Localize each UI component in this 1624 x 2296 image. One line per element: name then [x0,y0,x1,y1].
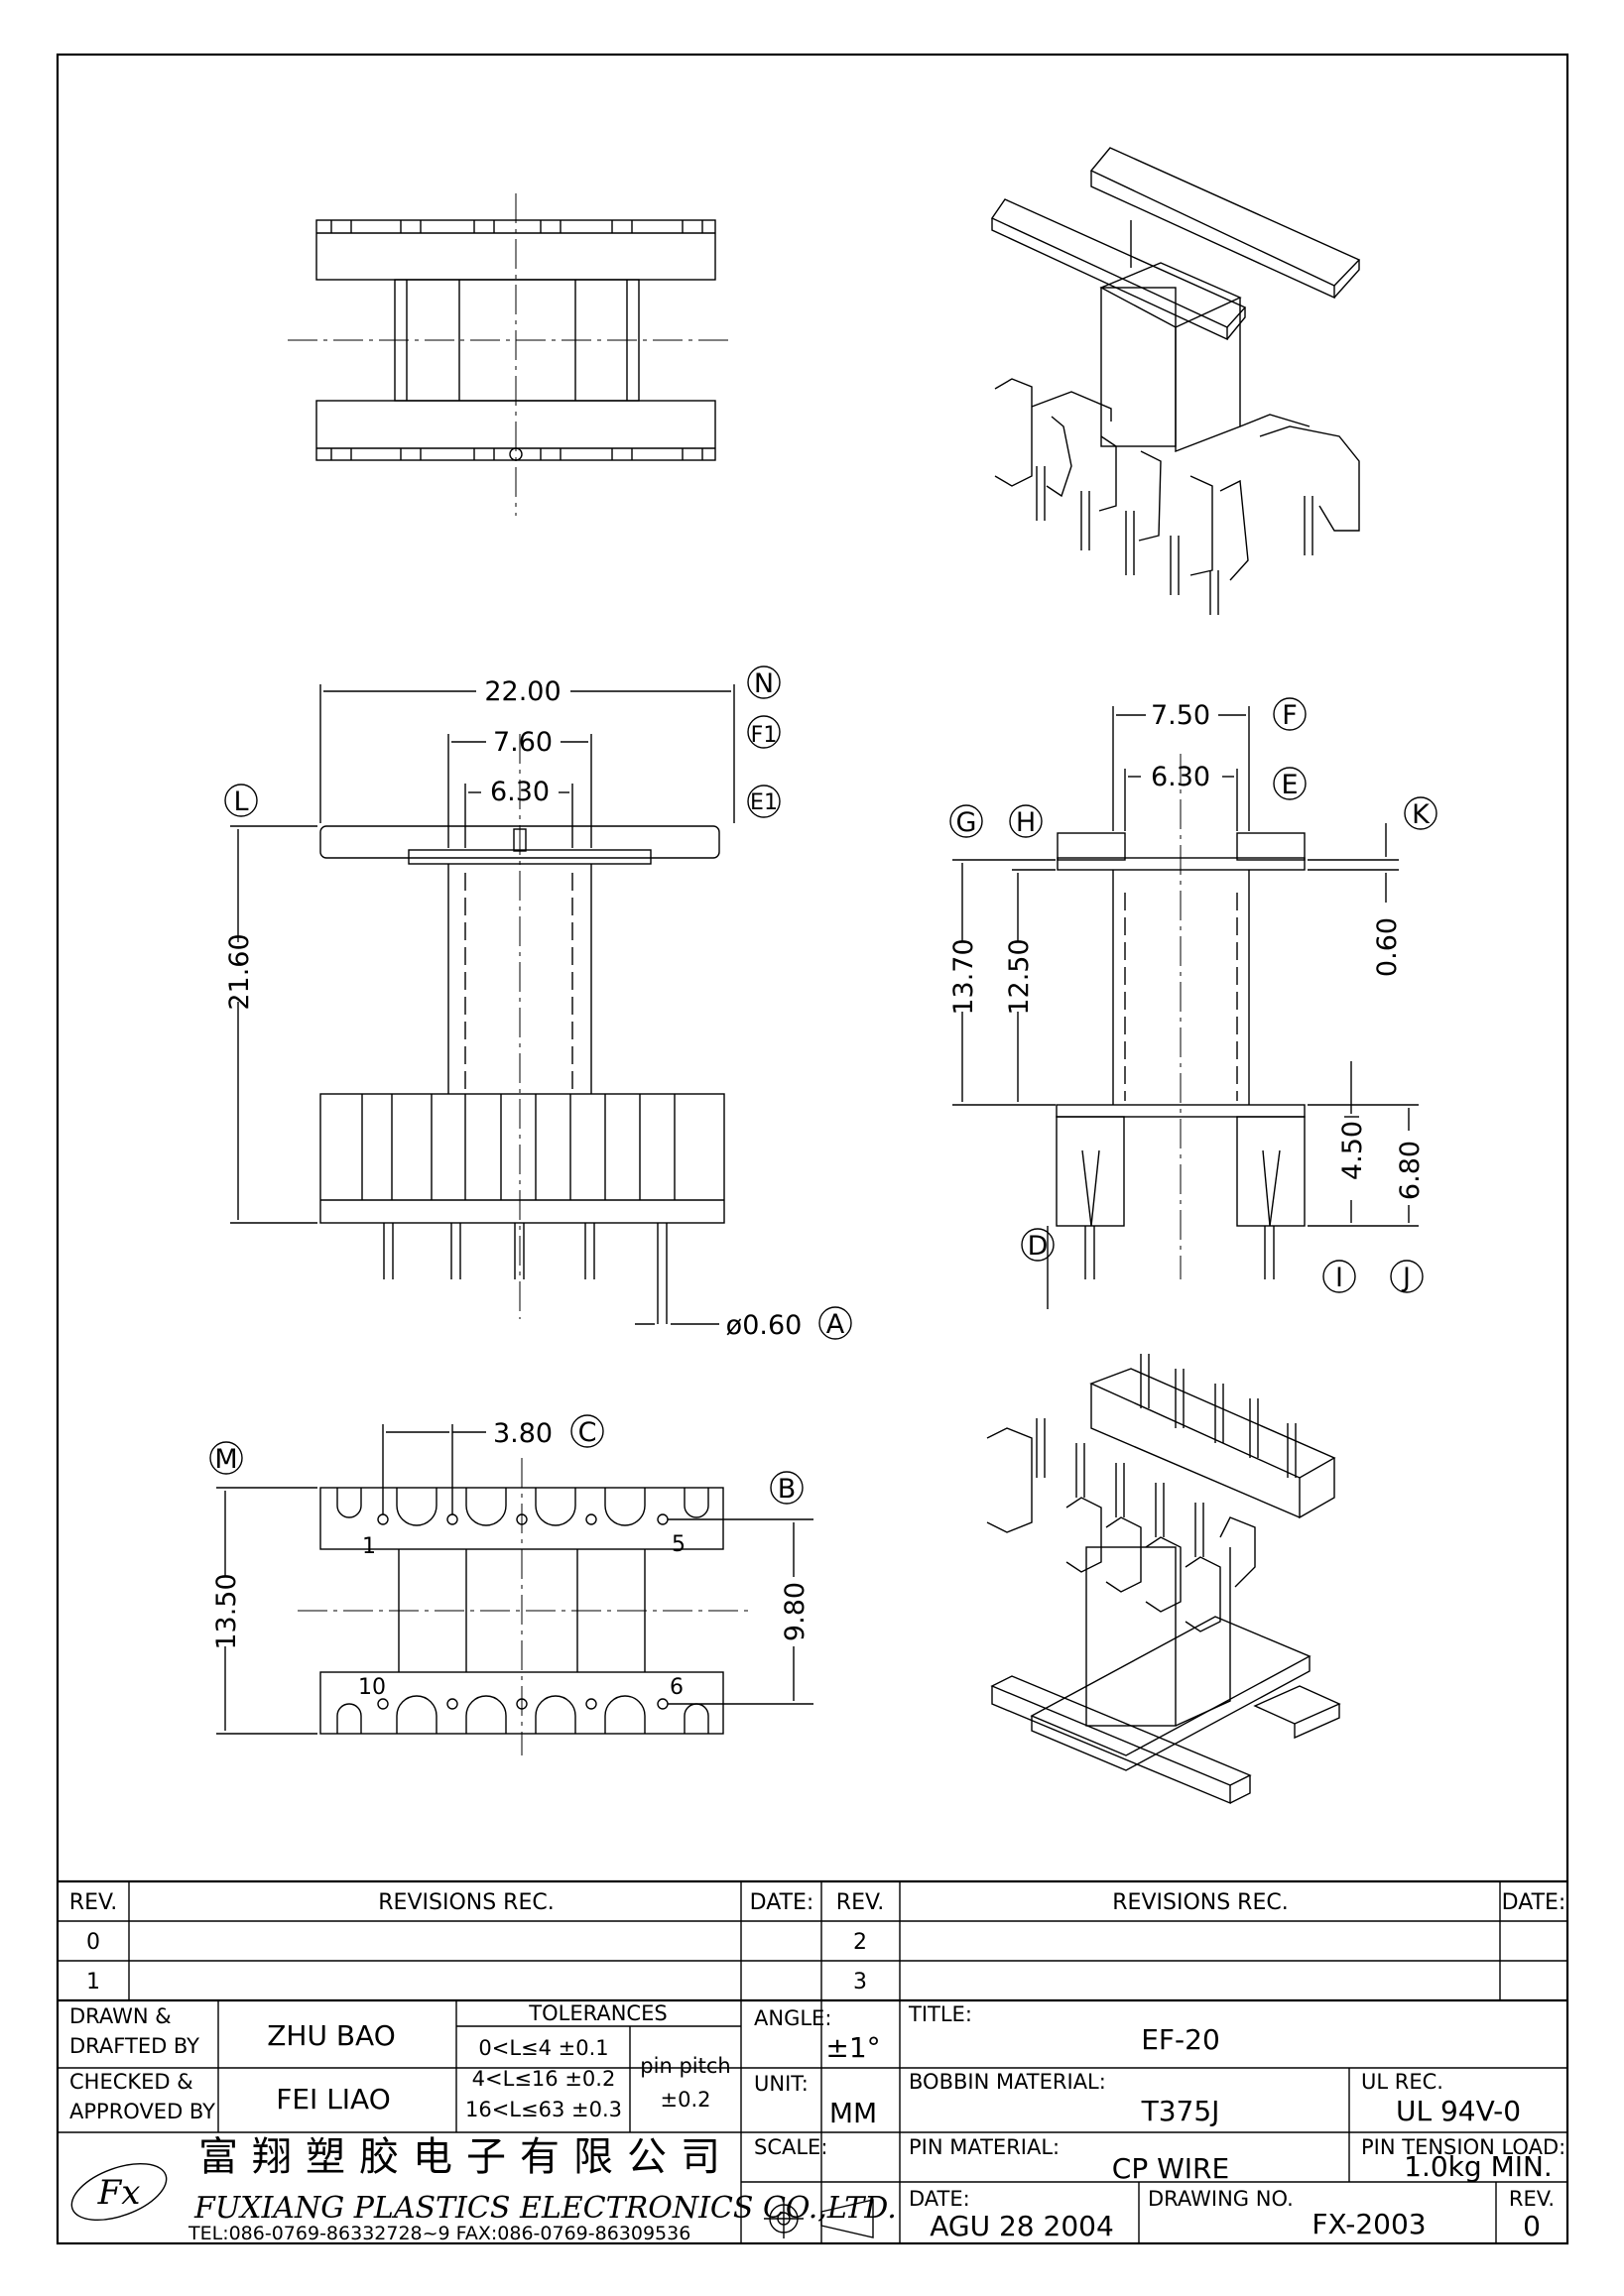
dim-21-60: 21.60 [224,933,255,1010]
tolerance-1: 0<L≤4 ±0.1 [478,2036,608,2060]
rev-row-3: 3 [853,1970,867,1994]
dim-6-30-left: 6.30 [490,777,550,807]
date-header-left: DATE: [750,1890,814,1915]
isometric-view-top [990,147,1361,615]
rev-row-0: 0 [86,1930,100,1955]
callout-A: A [826,1309,845,1340]
tolerances-header: TOLERANCES [528,2001,667,2025]
company-name-en: FUXIANG PLASTICS ELECTRONICS CO.,LTD. [193,2191,897,2226]
pin-1-label: 1 [362,1534,376,1559]
drawing-no-label: DRAWING NO. [1148,2187,1294,2211]
dim-12-50: 12.50 [1004,938,1035,1015]
checked-label-1: CHECKED & [69,2070,193,2094]
callout-L: L [233,786,248,817]
date-value: AGU 28 2004 [930,2210,1114,2242]
company-name-cn: 富翔塑胶电子有限公司 [198,2134,734,2180]
callout-F: F [1282,700,1298,731]
callout-B: B [778,1474,797,1505]
pin-pitch-label: pin pitch [640,2054,730,2078]
company-logo: Fx [70,2162,168,2222]
callout-F1: F1 [751,723,778,748]
dim-pin-dia: ø0.60 [726,1310,803,1341]
ul-rec-label: UL REC. [1361,2070,1443,2094]
dim-7-50: 7.50 [1151,700,1210,731]
pin-pitch-value: ±0.2 [661,2088,711,2112]
top-view [288,193,734,516]
bobbin-material-value: T375J [1141,2095,1220,2127]
revisions-header-right: REVISIONS REC. [1112,1890,1288,1915]
callout-G: G [956,807,977,838]
pin-5-label: 5 [672,1532,686,1557]
callout-E1: E1 [750,790,778,815]
ul-rec-value: UL 94V-0 [1396,2095,1521,2127]
callout-D: D [1028,1231,1049,1262]
company-contact: TEL:086-0769-86332728~9 FAX:086-0769-863… [187,2223,690,2244]
dim-0-60: 0.60 [1372,917,1403,977]
callout-N: N [754,668,774,699]
callout-I: I [1335,1263,1343,1293]
sheet-border [56,53,1569,2245]
callout-E: E [1281,770,1298,800]
pin-material-label: PIN MATERIAL: [909,2135,1060,2159]
drawn-label-1: DRAWN & [69,2004,172,2028]
drawn-label-2: DRAFTED BY [69,2034,199,2058]
tolerance-3: 16<L≤63 ±0.3 [465,2098,622,2121]
pin-10-label: 10 [358,1675,386,1700]
date-label: DATE: [909,2187,970,2211]
rev-row-1: 1 [86,1970,100,1994]
title-block: REV. REVISIONS REC. DATE: REV. REVISIONS… [58,1879,1567,2244]
tolerance-2: 4<L≤16 ±0.2 [472,2067,616,2091]
callout-K: K [1412,799,1431,830]
svg-text:Fx: Fx [97,2173,141,2213]
dim-6-30-right: 6.30 [1151,762,1210,792]
rev-value: 0 [1523,2210,1541,2242]
title-value: EF-20 [1141,2023,1220,2056]
drawing-no-value: FX-2003 [1312,2208,1426,2240]
angle-value: ±1° [825,2031,880,2064]
title-label: TITLE: [908,2002,972,2026]
front-view: 22.00 7.60 6.30 21.60 ø0.60 A N F1 E1 L [224,665,852,1341]
dim-4-50: 4.50 [1337,1121,1368,1180]
dim-6-80: 6.80 [1395,1141,1426,1200]
callout-C: C [578,1417,597,1448]
callout-J: J [1401,1263,1411,1293]
rev-header-right: REV. [836,1890,884,1915]
isometric-view-bottom [986,1354,1341,1805]
pin-6-label: 6 [670,1675,684,1700]
pin-tension-value: 1.0kg MIN. [1404,2150,1553,2183]
unit-value: MM [829,2097,877,2129]
pin-tension-label: PIN TENSION LOAD: [1361,2135,1565,2159]
checked-name: FEI LIAO [276,2083,391,2115]
callout-H: H [1016,807,1036,838]
bottom-view: 1 5 10 6 3.80 C 13.50 9.80 M B [209,1414,813,1755]
drawn-name: ZHU BAO [267,2019,396,2052]
scale-label: SCALE: [754,2135,827,2159]
pin-material-value: CP WIRE [1112,2152,1229,2185]
dim-13-50: 13.50 [211,1573,242,1649]
dim-9-80: 9.80 [780,1582,811,1641]
dim-22: 22.00 [484,676,561,707]
side-view: 7.50 6.30 13.70 12.50 0.60 4.50 6.80 F E [948,697,1437,1309]
projection-symbol [764,2199,874,2238]
checked-label-2: APPROVED BY [69,2100,215,2123]
angle-label: ANGLE: [754,2006,831,2030]
dim-13-70: 13.70 [948,938,979,1015]
rev-row-2: 2 [853,1930,867,1955]
dim-7-60: 7.60 [493,727,553,758]
revisions-header-left: REVISIONS REC. [378,1890,554,1915]
bobbin-material-label: BOBBIN MATERIAL: [909,2070,1106,2094]
date-header-right: DATE: [1502,1890,1566,1915]
callout-M: M [214,1444,237,1475]
dim-3-80: 3.80 [493,1418,553,1449]
rev-header-left: REV. [69,1890,117,1915]
unit-label: UNIT: [754,2072,809,2096]
rev-label: REV. [1509,2187,1555,2211]
